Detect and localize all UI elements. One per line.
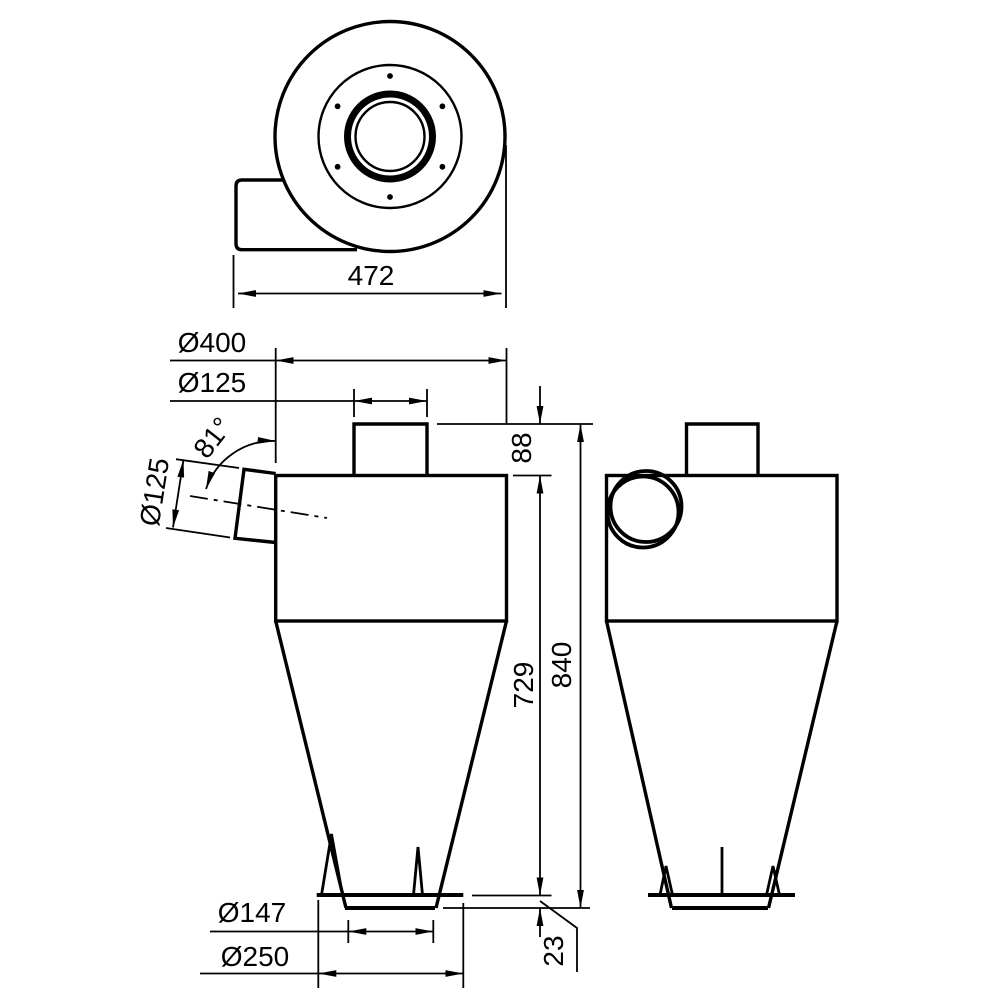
dim-label-729: 729 (508, 662, 539, 709)
front-inlet-duct (233, 467, 276, 545)
dim-label-472: 472 (348, 260, 395, 291)
front-outlet-stub (352, 422, 429, 476)
top-view-outer-body-circle (273, 19, 507, 254)
top-view (234, 19, 507, 254)
ext-line-125inlet-bottom (165, 527, 231, 539)
dim-label-840: 840 (546, 642, 577, 689)
front-body (274, 473, 509, 623)
side-body (604, 473, 839, 623)
dim-label-23: 23 (538, 935, 569, 966)
side-view (604, 422, 839, 910)
dim-label-125top: Ø125 (178, 367, 247, 398)
dim-label-88: 88 (506, 432, 537, 463)
dim-label-147: Ø147 (218, 897, 287, 928)
front-inlet-centerline (189, 495, 328, 519)
dim-label-250: Ø250 (221, 941, 290, 972)
dim-label-400: Ø400 (178, 327, 247, 358)
top-view-outlet-ring (344, 90, 436, 183)
side-foot-right (765, 865, 781, 896)
top-view-inlet-duct (234, 178, 357, 252)
side-cone-right-edge (766, 620, 839, 909)
front-cone-right-edge (434, 620, 509, 909)
top-view-outlet-bore-circle (354, 100, 426, 173)
side-inlet-opening-outer (608, 469, 684, 544)
dimension-annotations: 472 Ø400 Ø125 81° Ø125 88 729 (134, 145, 593, 988)
side-cone-left-edge (604, 620, 674, 909)
side-foot-left (658, 865, 674, 896)
side-outlet-stub (684, 422, 760, 476)
ext-line-125inlet-top (175, 458, 240, 469)
side-inlet-opening-inner (605, 474, 681, 550)
front-foot-center (412, 846, 424, 896)
front-foot-left (320, 833, 344, 896)
front-view (189, 422, 509, 910)
dim-label-125inlet: Ø125 (134, 456, 175, 529)
dim-leader-23 (539, 900, 578, 972)
top-view-flange-circle (317, 63, 463, 210)
top-view-bolt-holes (334, 73, 446, 200)
front-cone-left-edge (274, 620, 348, 909)
dim-line-125inlet (172, 459, 185, 528)
dim-arc-81 (205, 436, 276, 490)
